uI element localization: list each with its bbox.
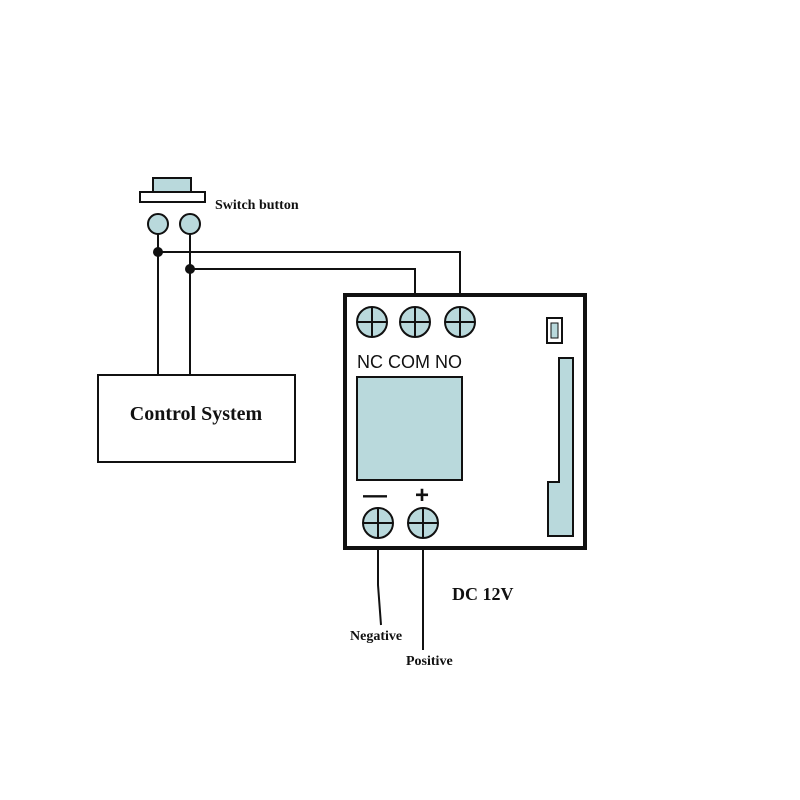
junction-dot-icon (185, 264, 195, 274)
switch-button (139, 177, 206, 235)
switch-cap (152, 177, 192, 193)
screw-terminal-icon (356, 306, 388, 338)
wire-negative (377, 538, 382, 626)
relay-terminal-labels: NC COM NO (357, 352, 462, 372)
switch-terminal-right (179, 213, 201, 235)
junction-dot-icon (153, 247, 163, 257)
positive-label: Positive (406, 654, 453, 669)
screw-terminal-icon (444, 306, 476, 338)
wire-to-no-terminal (158, 251, 461, 310)
screw-terminal-icon (362, 507, 394, 539)
relay-side-strip (547, 357, 574, 537)
polarity-minus: — (363, 482, 387, 509)
relay-indicator-inner (550, 322, 559, 339)
negative-label: Negative (350, 629, 402, 644)
relay-module: NC COM NO — + (343, 293, 587, 550)
switch-base (139, 191, 206, 203)
relay-display (356, 376, 463, 481)
switch-button-label: Switch button (215, 198, 299, 213)
control-system-box (97, 374, 296, 463)
control-system-label: Control System (130, 403, 263, 425)
screw-terminal-icon (399, 306, 431, 338)
polarity-plus: + (415, 482, 429, 509)
power-label: DC 12V (452, 584, 514, 604)
screw-terminal-icon (407, 507, 439, 539)
switch-terminal-left (147, 213, 169, 235)
